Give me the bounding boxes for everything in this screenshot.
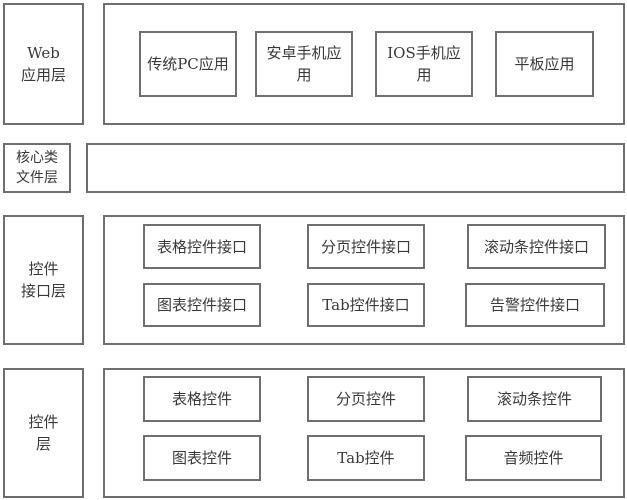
control-interface-layer-label: 控件 接口层 bbox=[3, 215, 84, 345]
control-layer-label: 控件 层 bbox=[3, 368, 84, 498]
tab-control-box: Tab控件 bbox=[307, 435, 425, 481]
chart-control-box: 图表控件 bbox=[143, 435, 261, 481]
tablet-app-box: 平板应用 bbox=[495, 31, 594, 97]
tab-control-interface-box: Tab控件接口 bbox=[307, 283, 425, 327]
core-file-layer-container bbox=[86, 143, 625, 193]
chart-control-interface-box: 图表控件接口 bbox=[143, 283, 261, 327]
alarm-control-interface-box: 告警控件接口 bbox=[465, 283, 605, 327]
scrollbar-control-interface-box: 滚动条控件接口 bbox=[467, 224, 606, 269]
pagination-control-box: 分页控件 bbox=[307, 376, 425, 422]
pc-app-box: 传统PC应用 bbox=[139, 31, 237, 97]
audio-control-box: 音频控件 bbox=[465, 435, 602, 481]
ios-app-box: IOS手机应 用 bbox=[375, 31, 473, 97]
web-app-layer-label: Web 应用层 bbox=[3, 3, 84, 125]
core-file-layer-label: 核心类 文件层 bbox=[3, 143, 71, 193]
scrollbar-control-box: 滚动条控件 bbox=[467, 376, 602, 422]
pagination-control-interface-box: 分页控件接口 bbox=[307, 224, 425, 269]
table-control-interface-box: 表格控件接口 bbox=[143, 224, 261, 269]
android-app-box: 安卓手机应 用 bbox=[255, 31, 353, 97]
table-control-box: 表格控件 bbox=[143, 376, 261, 422]
